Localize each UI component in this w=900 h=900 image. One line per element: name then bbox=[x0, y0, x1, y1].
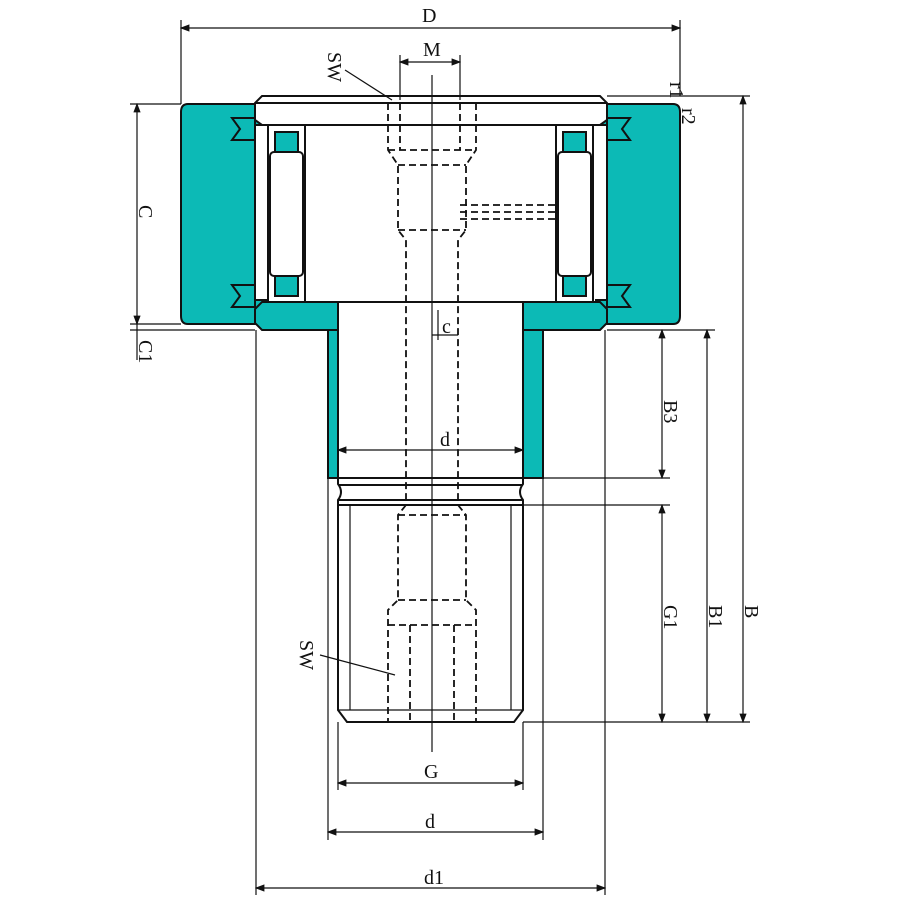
label-C1: C1 bbox=[134, 340, 156, 363]
outer-ring bbox=[180, 103, 681, 325]
label-d: d bbox=[425, 811, 435, 833]
label-c: c bbox=[442, 316, 451, 338]
top-flange bbox=[254, 95, 608, 126]
label-SW-top: SW bbox=[323, 52, 345, 82]
label-D: D bbox=[422, 5, 436, 27]
label-B1: B1 bbox=[704, 605, 726, 628]
label-G1: G1 bbox=[659, 605, 681, 629]
label-C: C bbox=[134, 205, 156, 218]
label-r2: r2 bbox=[677, 108, 699, 125]
label-G: G bbox=[424, 761, 438, 783]
label-M: M bbox=[423, 39, 441, 61]
label-d-inner: d bbox=[440, 429, 450, 451]
label-r1: r1 bbox=[665, 82, 687, 99]
stud bbox=[327, 301, 544, 723]
needle-rollers bbox=[267, 124, 594, 303]
dimensions bbox=[130, 20, 750, 895]
bottom-flange bbox=[254, 301, 339, 331]
label-d1: d1 bbox=[424, 867, 444, 889]
label-SW-bottom: SW bbox=[295, 640, 317, 670]
label-B3: B3 bbox=[659, 400, 681, 423]
label-B: B bbox=[740, 605, 762, 618]
